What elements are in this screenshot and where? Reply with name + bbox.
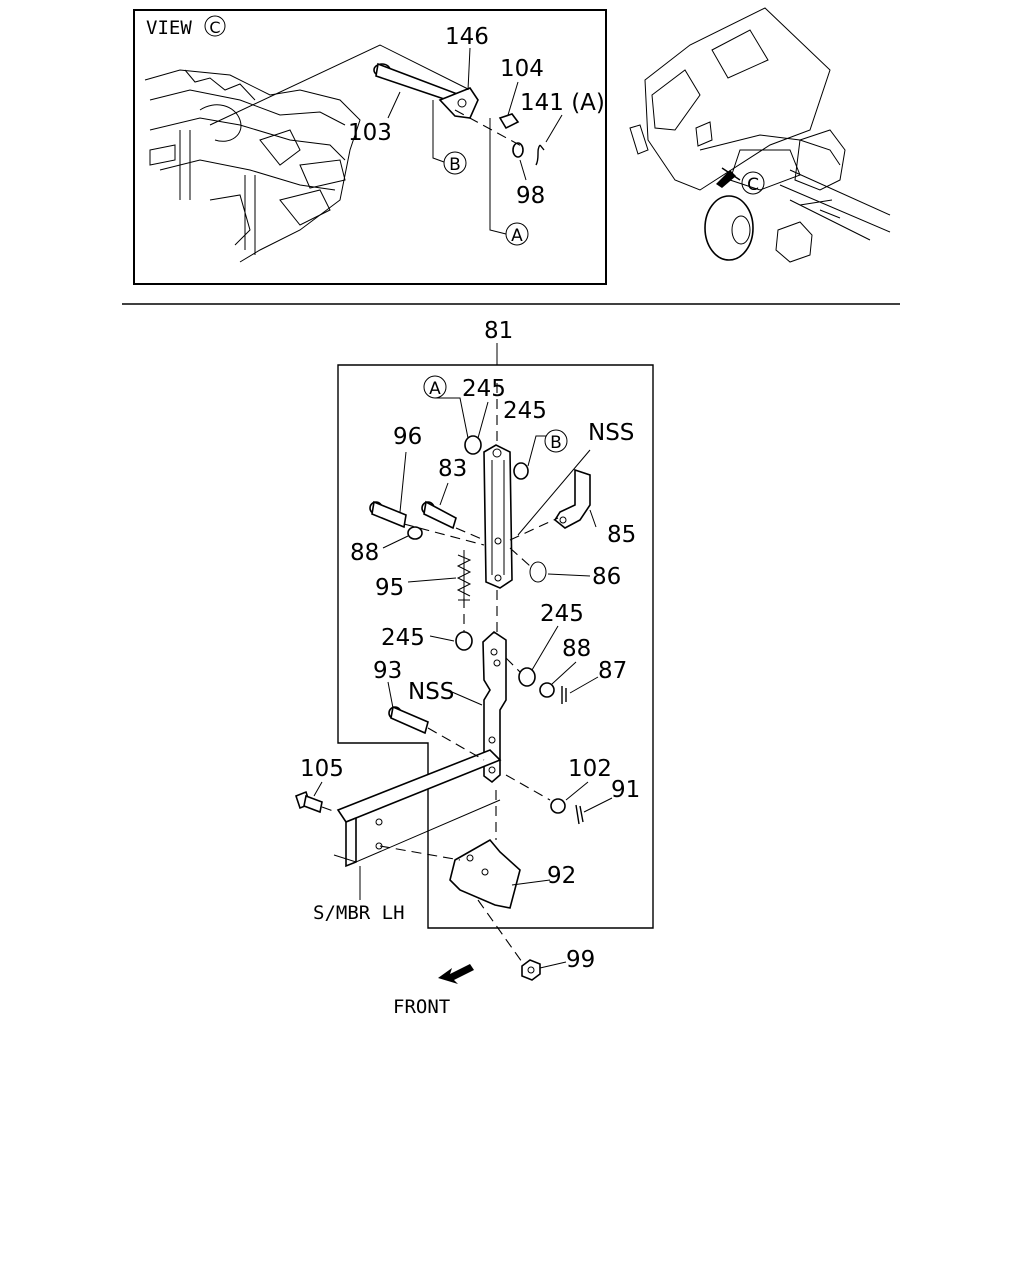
label-103: 103 [348, 120, 392, 146]
washer-88-b [539, 682, 555, 698]
label-88-a: 88 [350, 540, 379, 566]
cotter-pin-87 [561, 686, 567, 704]
washer-88-a [407, 526, 423, 540]
label-88-b: 88 [562, 636, 591, 662]
side-member-lh [333, 749, 502, 868]
bolt-105 [295, 790, 323, 814]
cab-window [711, 29, 769, 79]
washer-98 [512, 142, 524, 158]
label-104: 104 [500, 56, 544, 82]
pin-83 [421, 500, 457, 530]
label-smbr-lh: S/MBR LH [313, 902, 405, 924]
label-81: 81 [484, 318, 513, 344]
front-wheel [704, 195, 754, 261]
view-letter: C [209, 18, 220, 37]
label-91: 91 [611, 777, 640, 803]
label-87: 87 [598, 658, 627, 684]
washer-102 [550, 798, 566, 814]
ref-a-label: A [511, 226, 523, 246]
front-arrow [438, 964, 474, 984]
label-146: 146 [445, 24, 489, 50]
label-nss-top: NSS [588, 420, 634, 446]
bushing-245-b [513, 462, 529, 480]
main-exploded-view: 81 [295, 318, 654, 1018]
view-title: VIEW [146, 17, 192, 39]
label-95: 95 [375, 575, 404, 601]
spring-95 [456, 550, 472, 601]
snap-ring-86 [529, 561, 547, 583]
view-c-marker [741, 171, 765, 195]
truck-overview: C [629, 7, 891, 263]
frame-structure-sketch [144, 69, 361, 263]
bushing-245-a [464, 435, 482, 455]
label-93: 93 [373, 658, 402, 684]
label-245-d: 245 [540, 601, 584, 627]
lower-link [482, 630, 507, 784]
label-front: FRONT [393, 996, 450, 1018]
label-98: 98 [516, 183, 545, 209]
ref-b-circle-main [544, 429, 568, 453]
label-86: 86 [592, 564, 621, 590]
nut-99 [521, 959, 541, 981]
bushing-245-d [518, 667, 536, 687]
label-83: 83 [438, 456, 467, 482]
bolt-96 [369, 500, 407, 529]
label-102: 102 [568, 756, 612, 782]
truck-cab [644, 7, 831, 191]
label-92: 92 [547, 863, 576, 889]
leader-line [209, 44, 471, 126]
ref-a-circle-main [423, 375, 447, 399]
ref-b-circle [443, 151, 467, 175]
cotter-pin-141 [535, 144, 545, 166]
ref-b-label: B [449, 155, 461, 175]
ref-a-label-main: A [429, 379, 441, 399]
label-245-a: 245 [462, 376, 506, 402]
label-105: 105 [300, 756, 344, 782]
view-c-inset: VIEW C [133, 9, 607, 285]
view-c-marker-label: C [747, 175, 759, 195]
label-99: 99 [566, 947, 595, 973]
bracket-92 [449, 838, 521, 909]
label-245-b: 245 [503, 398, 547, 424]
bracket-85 [553, 468, 591, 529]
upper-link [483, 444, 513, 589]
ref-b-label-main: B [550, 433, 562, 453]
bolt-93 [388, 705, 429, 735]
bushing-245-c [455, 631, 473, 651]
view-letter-circle [204, 15, 226, 37]
bracket-146 [438, 87, 479, 119]
label-141: 141 (A) [520, 90, 605, 116]
label-245-c: 245 [381, 625, 425, 651]
pin-103 [373, 62, 462, 104]
inset-frame [133, 9, 607, 285]
label-85: 85 [607, 522, 636, 548]
nut-104 [498, 113, 520, 130]
label-nss-mid: NSS [408, 679, 454, 705]
ref-a-circle [505, 222, 529, 246]
mirror [629, 124, 649, 155]
cotter-pin-91 [575, 804, 584, 825]
assembly-81-outline [337, 364, 654, 929]
battery-box [775, 221, 813, 263]
label-96: 96 [393, 424, 422, 450]
